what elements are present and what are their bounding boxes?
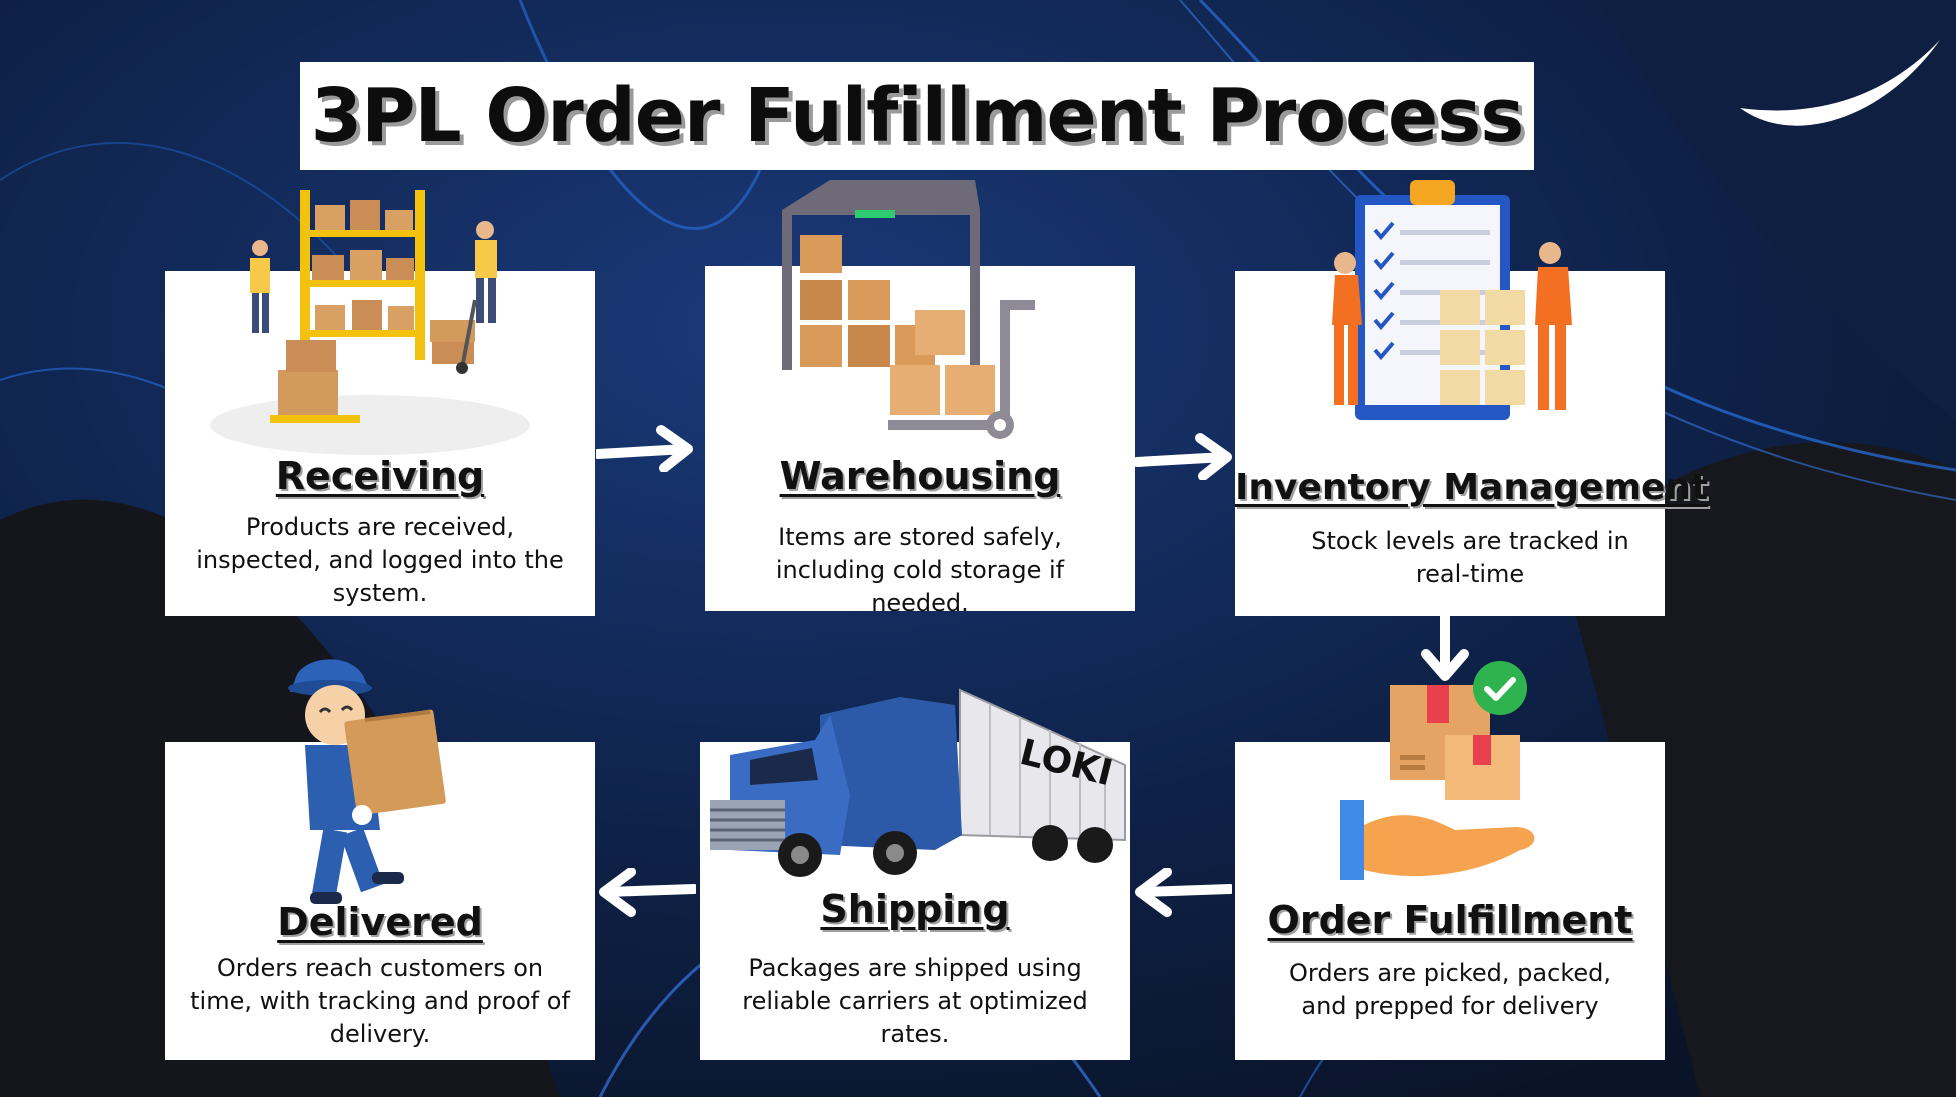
title-banner: 3PL Order Fulfillment Process xyxy=(300,62,1534,170)
delivery-man-icon xyxy=(288,659,446,904)
step-description: Items are stored safely, including cold … xyxy=(775,523,1065,617)
semi-truck-icon: LOKI xyxy=(710,688,1126,877)
step-description: Packages are shipped using reliable carr… xyxy=(742,954,1088,1048)
arrow-down-icon xyxy=(1421,612,1469,681)
step-title: Warehousing xyxy=(779,454,1061,498)
arrow-right-icon xyxy=(1135,433,1232,480)
step-description: Products are received, inspected, and lo… xyxy=(196,513,564,607)
logo-swoosh-icon xyxy=(1740,40,1940,126)
step-title: Order Fulfillment xyxy=(1267,898,1633,942)
box-hand-icon xyxy=(1340,661,1535,880)
arrow-right-icon xyxy=(596,425,693,472)
step-description: Orders reach customers on time, with tra… xyxy=(190,954,570,1048)
step-title: Shipping xyxy=(820,887,1010,931)
page-title: 3PL Order Fulfillment Process xyxy=(310,73,1524,159)
step-description: Orders are picked, packed, and prepped f… xyxy=(1289,959,1611,1020)
step-title: Inventory Management xyxy=(1235,467,1709,508)
arrow-left-icon xyxy=(1135,868,1232,917)
step-title: Delivered xyxy=(277,900,483,944)
step-title: Receiving xyxy=(275,454,485,498)
clipboard-checklist-icon xyxy=(1332,180,1572,420)
step-card-warehousing: Warehousing Items are stored safely, inc… xyxy=(705,266,1135,617)
step-card-inventory-management: Inventory Management Stock levels are tr… xyxy=(1235,271,1709,616)
arrow-left-icon xyxy=(599,868,696,917)
warehouse-workers-icon xyxy=(210,190,530,455)
warehouse-door-icon xyxy=(782,180,1035,439)
step-description: Stock levels are tracked in real-time xyxy=(1311,527,1629,588)
